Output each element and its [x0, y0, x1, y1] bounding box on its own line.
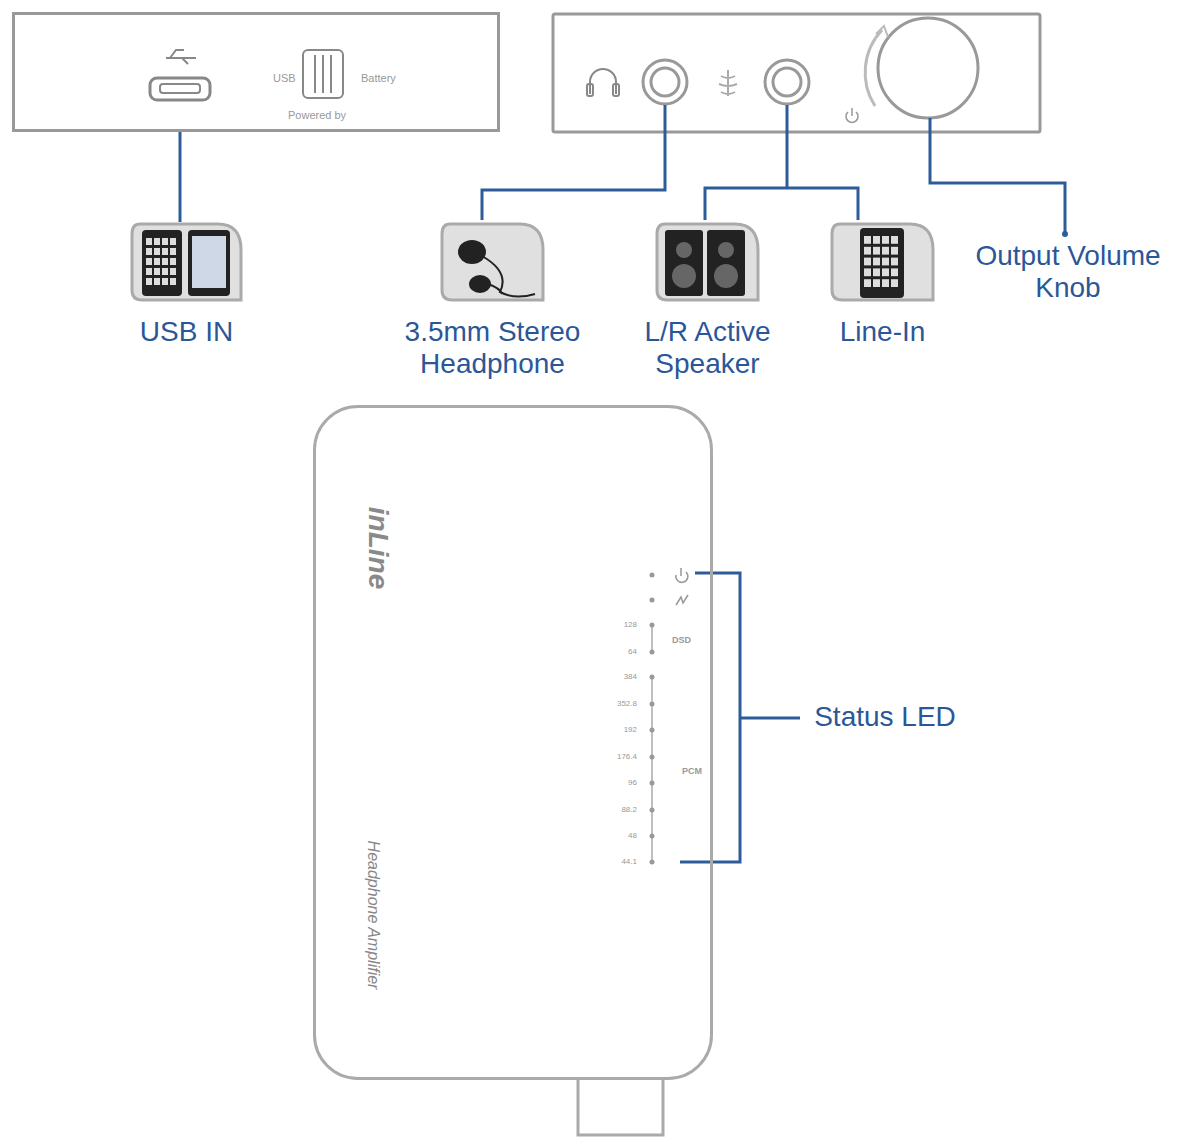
icon-box: L/R Active Speaker	[655, 222, 760, 302]
rate-label: 88.2	[621, 805, 637, 814]
rate-label: 48	[628, 831, 637, 840]
led-dot	[650, 623, 655, 628]
rate-label: 44.1	[621, 857, 637, 866]
icon-box: USB IN	[130, 222, 243, 302]
device-body: inLineHeadphone Amplifier DSD PCM 128 64 384 3…	[313, 405, 713, 1080]
side-panel: USB BatteryPowered by	[12, 12, 500, 132]
icon-box: Line-In	[830, 222, 935, 302]
led-dot	[650, 834, 655, 839]
icon-box: 3.5mm Stereo Headphone	[440, 222, 545, 302]
group-label: DSD	[672, 635, 691, 645]
rate-label: 128	[624, 620, 637, 629]
device-icon	[130, 222, 243, 302]
led-dot	[650, 675, 655, 680]
caption: USB IN	[87, 316, 287, 348]
led-dot	[650, 755, 655, 760]
switch-label: Powered by	[288, 109, 346, 121]
rate-label: 64	[628, 647, 637, 656]
rate-label: 176.4	[617, 752, 637, 761]
led-dot	[650, 650, 655, 655]
leader-line	[179, 132, 182, 222]
led-dot	[650, 781, 655, 786]
device-icon	[830, 222, 935, 302]
brand-logo: inLine	[362, 507, 394, 589]
caption: Line-In	[803, 316, 963, 348]
caption: L/R Active Speaker	[620, 316, 795, 380]
device-icon	[655, 222, 760, 302]
led-dot	[650, 728, 655, 733]
callout-label: Output Volume Knob	[948, 240, 1188, 304]
rate-label: 352.8	[617, 699, 637, 708]
led-dot	[650, 702, 655, 707]
rate-label: 96	[628, 778, 637, 787]
caption: 3.5mm Stereo Headphone	[385, 316, 600, 380]
product-name: Headphone Amplifier	[364, 841, 382, 990]
callout-label: Status LED	[800, 701, 970, 733]
device-icon	[440, 222, 545, 302]
group-label: PCM	[682, 766, 702, 776]
rate-label: 192	[624, 725, 637, 734]
switch-label: Battery	[361, 72, 396, 84]
led-dot	[650, 860, 655, 865]
led-dot	[650, 808, 655, 813]
switch-label: USB	[273, 72, 296, 84]
rate-label: 384	[624, 672, 637, 681]
